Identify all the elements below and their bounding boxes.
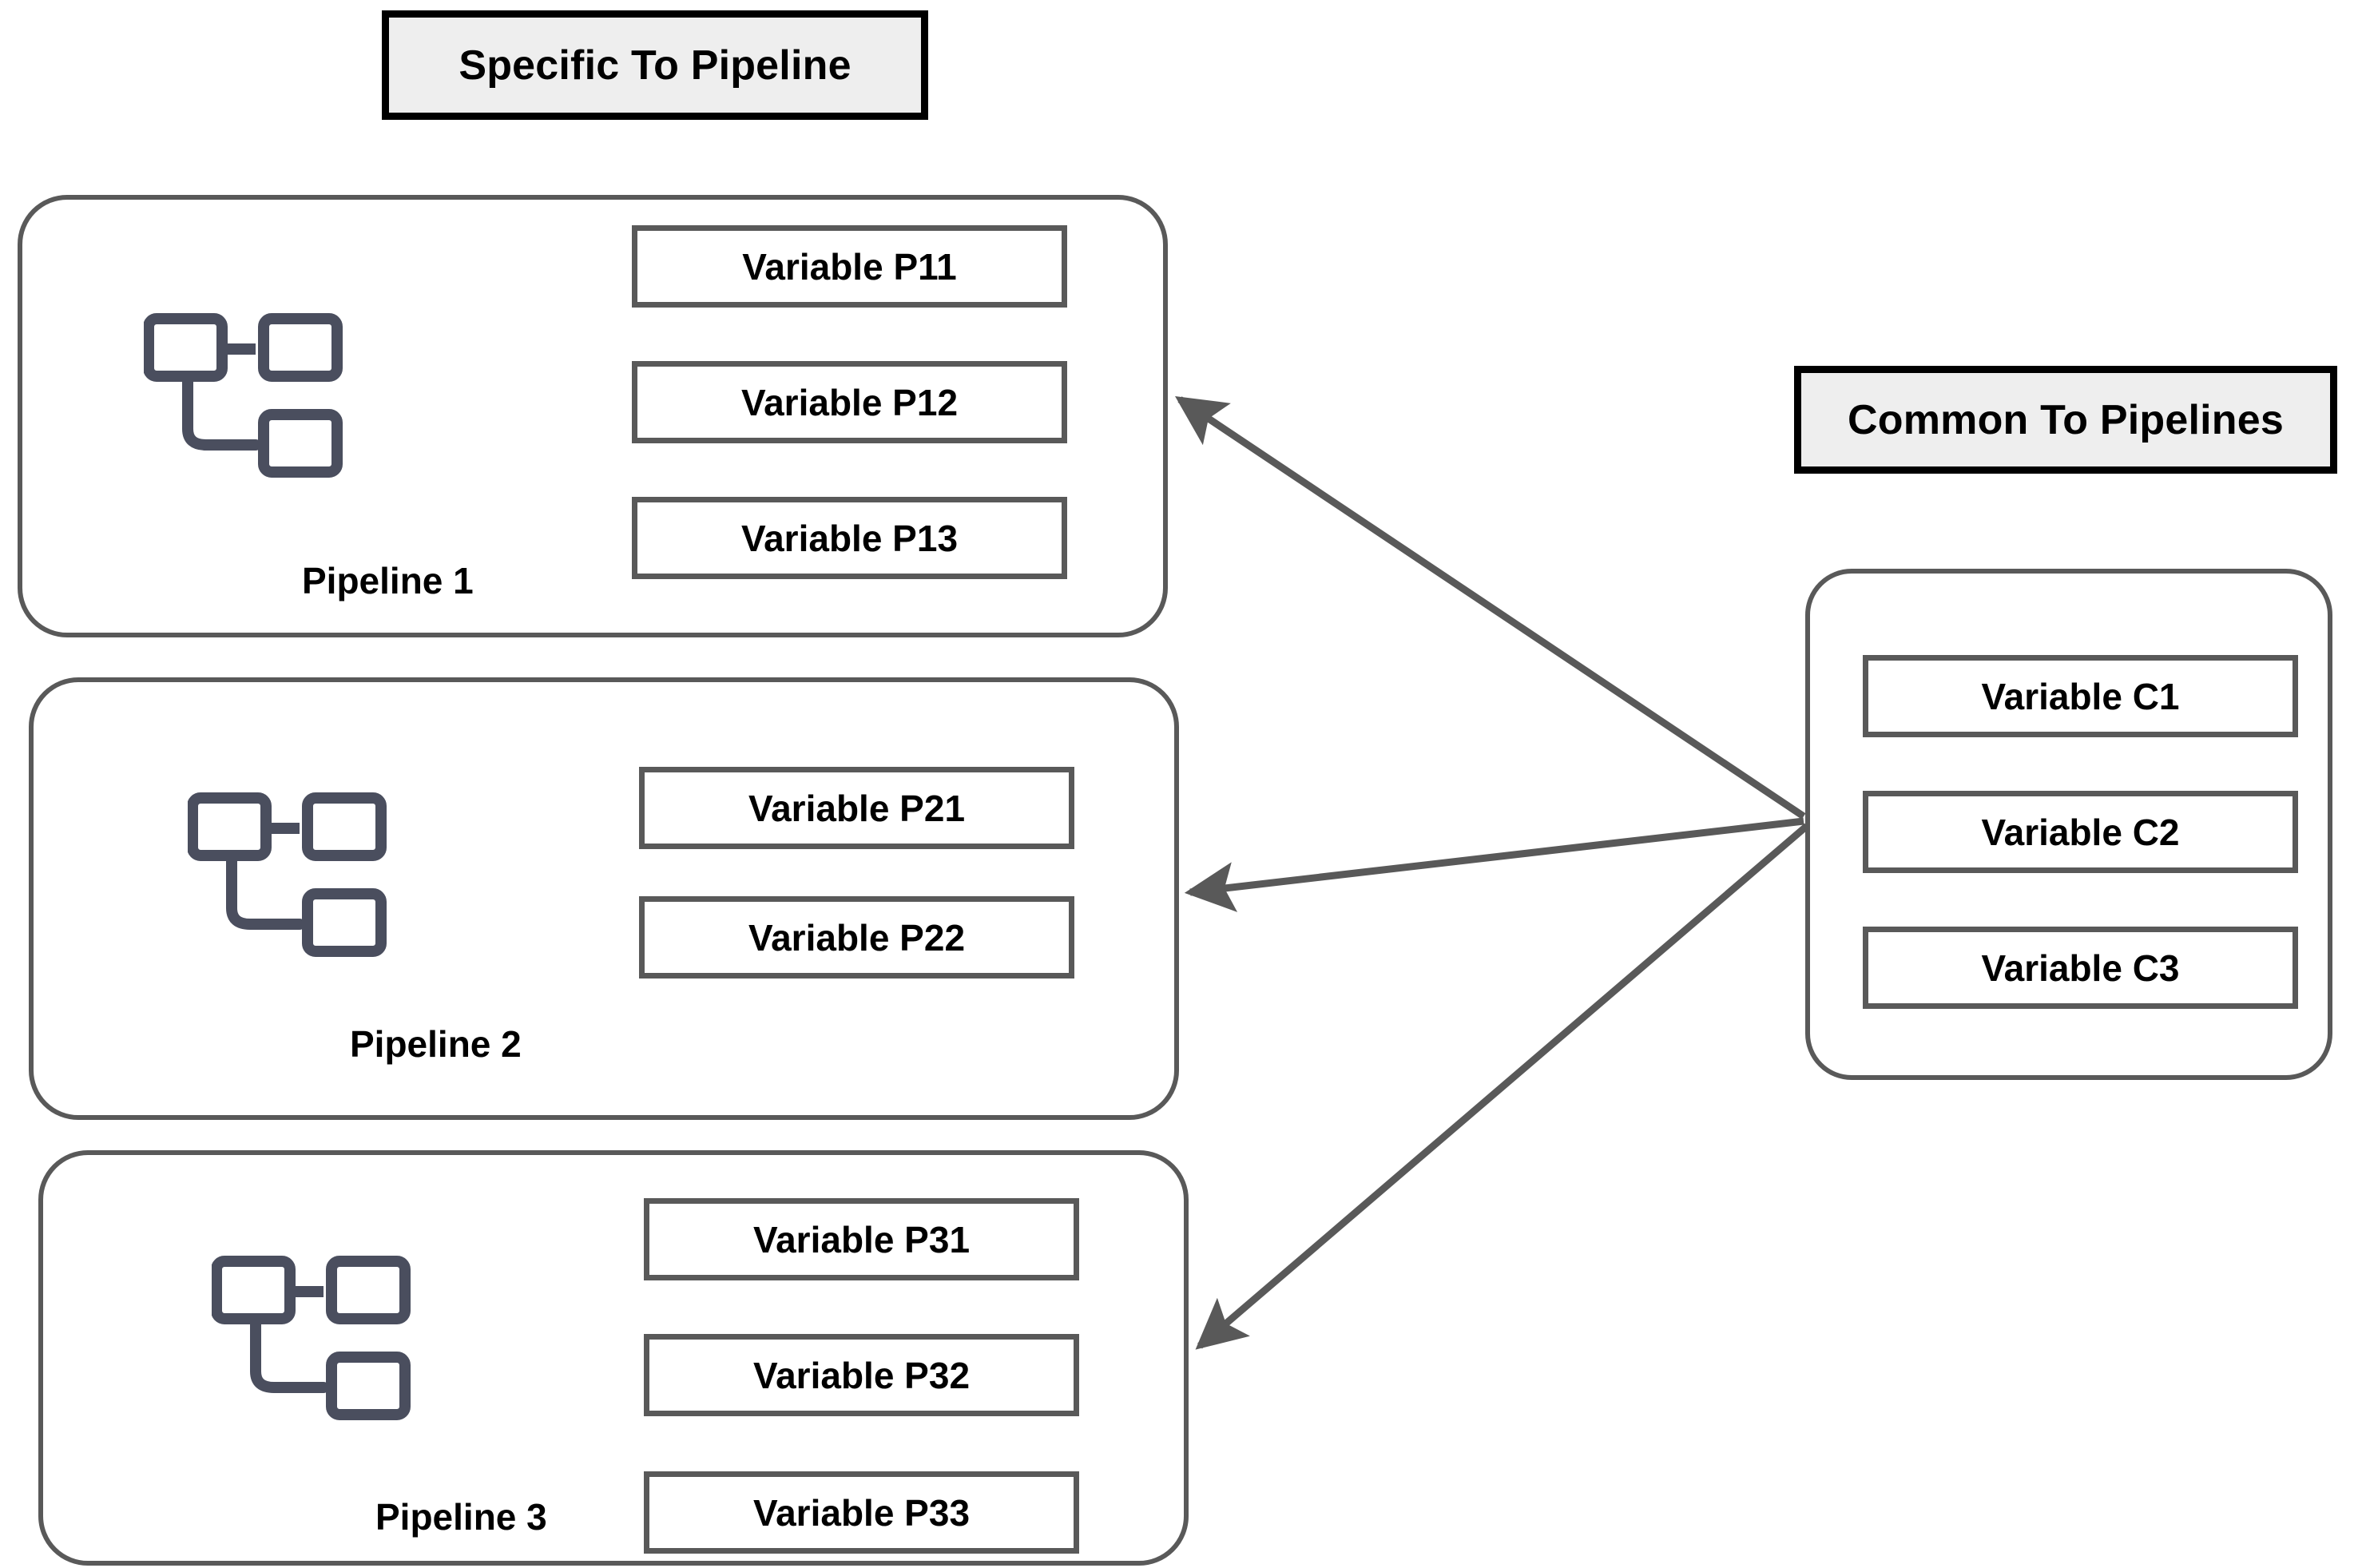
pipeline-caption-2: Pipeline 2 xyxy=(350,1023,522,1065)
variable-label-c2: Variable C2 xyxy=(1981,811,2180,853)
variable-label-p12: Variable P12 xyxy=(740,381,959,423)
variable-label-c1: Variable C1 xyxy=(1981,675,2180,717)
arrow-common-to-pipeline-3 xyxy=(1195,823,1809,1350)
header-common-to-pipelines: Common To Pipelines xyxy=(1794,366,2337,474)
variable-box-p33[interactable]: Variable P33 xyxy=(644,1471,1079,1554)
header-common-label: Common To Pipelines xyxy=(1848,396,2284,443)
variable-label-p22: Variable P22 xyxy=(748,916,966,959)
variable-label-p31: Variable P31 xyxy=(752,1218,971,1260)
variable-label-p33: Variable P33 xyxy=(752,1491,971,1534)
variable-box-c1[interactable]: Variable C1 xyxy=(1863,655,2298,737)
header-specific-to-pipeline: Specific To Pipeline xyxy=(382,10,928,120)
arrow-common-to-pipeline-2 xyxy=(1184,817,1804,912)
pipeline-hierarchy-icon xyxy=(212,1256,411,1420)
variable-label-p21: Variable P21 xyxy=(748,787,966,829)
variable-box-p32[interactable]: Variable P32 xyxy=(644,1334,1079,1416)
variable-box-p13[interactable]: Variable P13 xyxy=(632,497,1067,579)
variable-box-p11[interactable]: Variable P11 xyxy=(632,225,1067,308)
pipeline-caption-1: Pipeline 1 xyxy=(302,560,474,601)
pipeline-caption-3: Pipeline 3 xyxy=(375,1496,547,1538)
variable-label-c3: Variable C3 xyxy=(1981,947,2180,989)
variable-box-p21[interactable]: Variable P21 xyxy=(639,767,1074,849)
header-specific-label: Specific To Pipeline xyxy=(459,42,852,89)
pipeline-hierarchy-icon xyxy=(144,313,343,478)
variable-label-p32: Variable P32 xyxy=(752,1354,971,1396)
variable-box-p31[interactable]: Variable P31 xyxy=(644,1198,1079,1280)
pipeline-hierarchy-icon xyxy=(188,792,387,957)
variable-box-c3[interactable]: Variable C3 xyxy=(1863,927,2298,1009)
variable-box-p22[interactable]: Variable P22 xyxy=(639,896,1074,979)
arrow-common-to-pipeline-1 xyxy=(1175,395,1806,820)
variable-box-p12[interactable]: Variable P12 xyxy=(632,361,1067,443)
variable-box-c2[interactable]: Variable C2 xyxy=(1863,791,2298,873)
variable-label-p13: Variable P13 xyxy=(740,517,959,559)
variable-label-p11: Variable P11 xyxy=(742,245,957,288)
